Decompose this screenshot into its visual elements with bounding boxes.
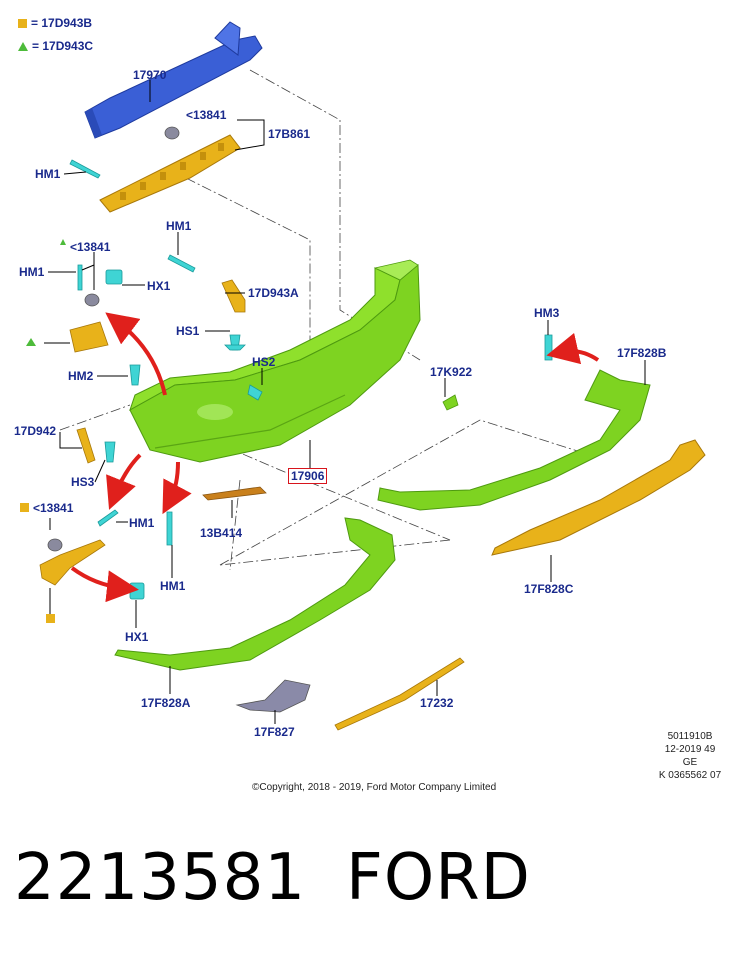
part-17F827 [235, 679, 311, 713]
label-HX1-b: HX1 [125, 630, 149, 644]
parts-diagram [20, 21, 706, 731]
label-17D942: 17D942 [14, 424, 57, 438]
part-13B414 [202, 486, 267, 501]
legend-square-row: = 17D943B [18, 16, 92, 30]
part-17K922 [442, 394, 459, 411]
label-13B414: 13B414 [200, 526, 243, 540]
part-17D942 [76, 427, 96, 464]
part-17970-impact-beam [84, 21, 263, 139]
red-arrows [70, 312, 600, 603]
part-17F828B-valance [377, 369, 651, 511]
label-HM1-a: HM1 [35, 167, 61, 181]
triangle-marker-icon [18, 41, 28, 51]
label-17F828C: 17F828C [524, 582, 574, 596]
part-17232-strip [334, 657, 465, 731]
drawing-metadata: 5011910B 12-2019 49 GE K 0365562 07 [650, 730, 730, 782]
label-17F827: 17F827 [254, 725, 295, 739]
brand-name: FORD [346, 841, 531, 915]
legend-triangle-row: = 17D943C [18, 39, 93, 53]
part-17F828A-lower-cover [114, 517, 396, 671]
label-HM1-c: HM1 [19, 265, 45, 279]
label-HS2: HS2 [252, 355, 276, 369]
label-HM1-d: HM1 [129, 516, 155, 530]
leader-lines [44, 80, 646, 724]
label-13841-top: <13841 [186, 108, 227, 122]
part-17F828C-trim [491, 439, 706, 556]
part-17B861-energy-absorber [99, 126, 241, 213]
meta-line-4: K 0365562 07 [658, 770, 722, 781]
label-17B861: 17B861 [268, 127, 311, 141]
copyright-notice: ©Copyright, 2018 - 2019, Ford Motor Comp… [252, 782, 497, 793]
reference-lines [59, 69, 591, 571]
legend-triangle-label: = 17D943C [32, 39, 94, 53]
label-17K922: 17K922 [430, 365, 473, 379]
label-17970: 17970 [133, 68, 167, 82]
square-marker-icon [18, 18, 27, 28]
legend-square-label: = 17D943B [31, 16, 93, 30]
diagram-markers [20, 239, 66, 623]
label-13841-left: <13841 [70, 240, 111, 254]
label-HM2: HM2 [68, 369, 94, 383]
meta-line-2: 12-2019 49 [664, 744, 716, 755]
label-HS3: HS3 [71, 475, 95, 489]
label-17232: 17232 [420, 696, 454, 710]
label-17906-highlighted: 17906 [288, 468, 328, 484]
part-left-bracket [69, 269, 123, 353]
label-HX1-a: HX1 [147, 279, 171, 293]
label-HM3: HM3 [534, 306, 560, 320]
label-HM1-e: HM1 [160, 579, 186, 593]
label-17D943A: 17D943A [248, 286, 299, 300]
label-17F828A: 17F828A [141, 696, 191, 710]
part-number: 2213581 [14, 841, 307, 915]
label-17F828B: 17F828B [617, 346, 667, 360]
label-13841-low: <13841 [33, 501, 74, 515]
part-17906-bumper-cover [129, 259, 421, 463]
label-HS1: HS1 [176, 324, 200, 338]
part-17D943A-bracket [221, 279, 246, 313]
meta-line-1: 5011910B [667, 731, 713, 742]
part-lower-left-bracket [39, 538, 145, 600]
label-HM1-b: HM1 [166, 219, 192, 233]
meta-line-3: GE [682, 757, 698, 768]
